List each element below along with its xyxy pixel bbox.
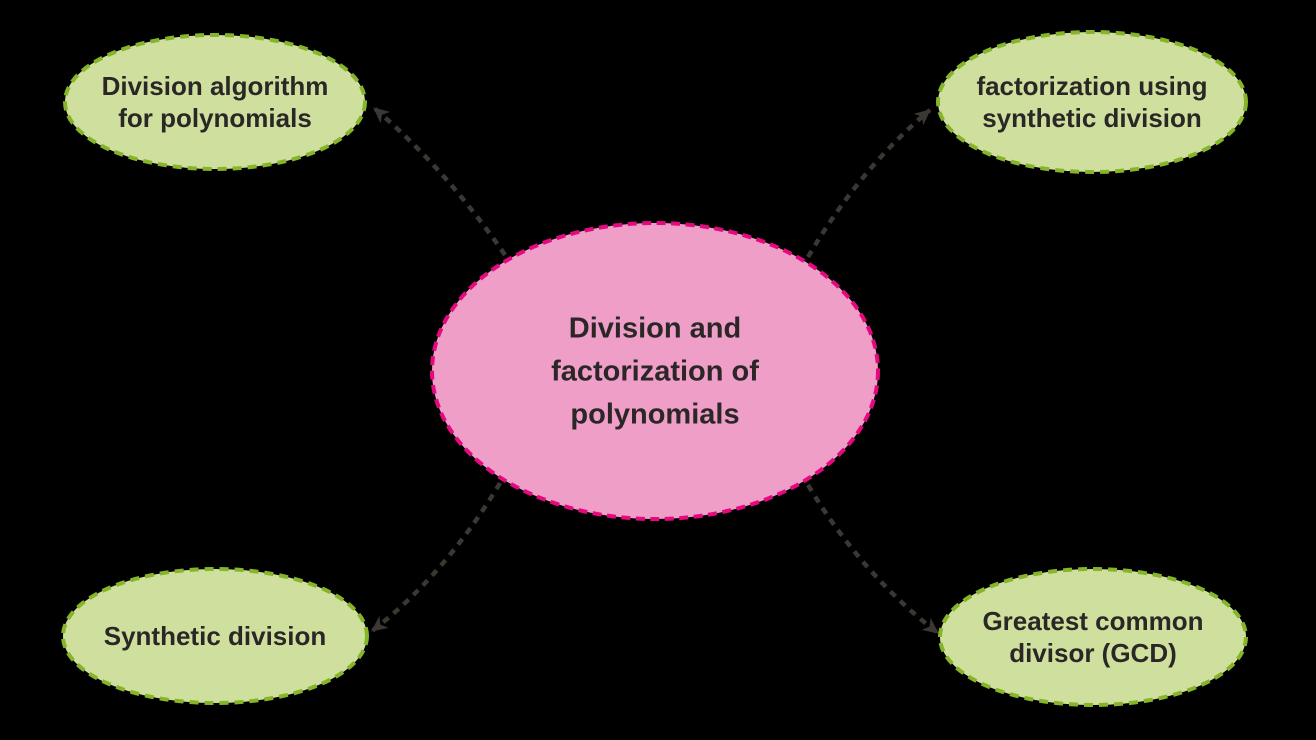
node-ellipse-center [430, 221, 880, 521]
node-label-center: Division and factorization of polynomial… [551, 312, 759, 431]
node-ellipse-top-left [63, 33, 367, 171]
node-ellipse-bottom-left [61, 567, 369, 705]
node-label-bottom-right: Greatest common divisor (GCD) [982, 606, 1204, 668]
connector-center-to-top-left [372, 106, 507, 257]
node-ellipse-bottom-right [938, 567, 1248, 707]
connector-center-to-bottom-right [806, 483, 940, 635]
node-label-bottom-left: Synthetic division [103, 621, 327, 651]
node-label-top-left: Division algorithm for polynomials [101, 71, 329, 133]
connector-center-to-top-right [806, 108, 932, 259]
connector-center-to-bottom-left [370, 481, 502, 633]
node-ellipse-top-right [936, 30, 1248, 174]
node-label-top-right: factorization using synthetic division [976, 71, 1208, 133]
connectors [370, 106, 940, 635]
